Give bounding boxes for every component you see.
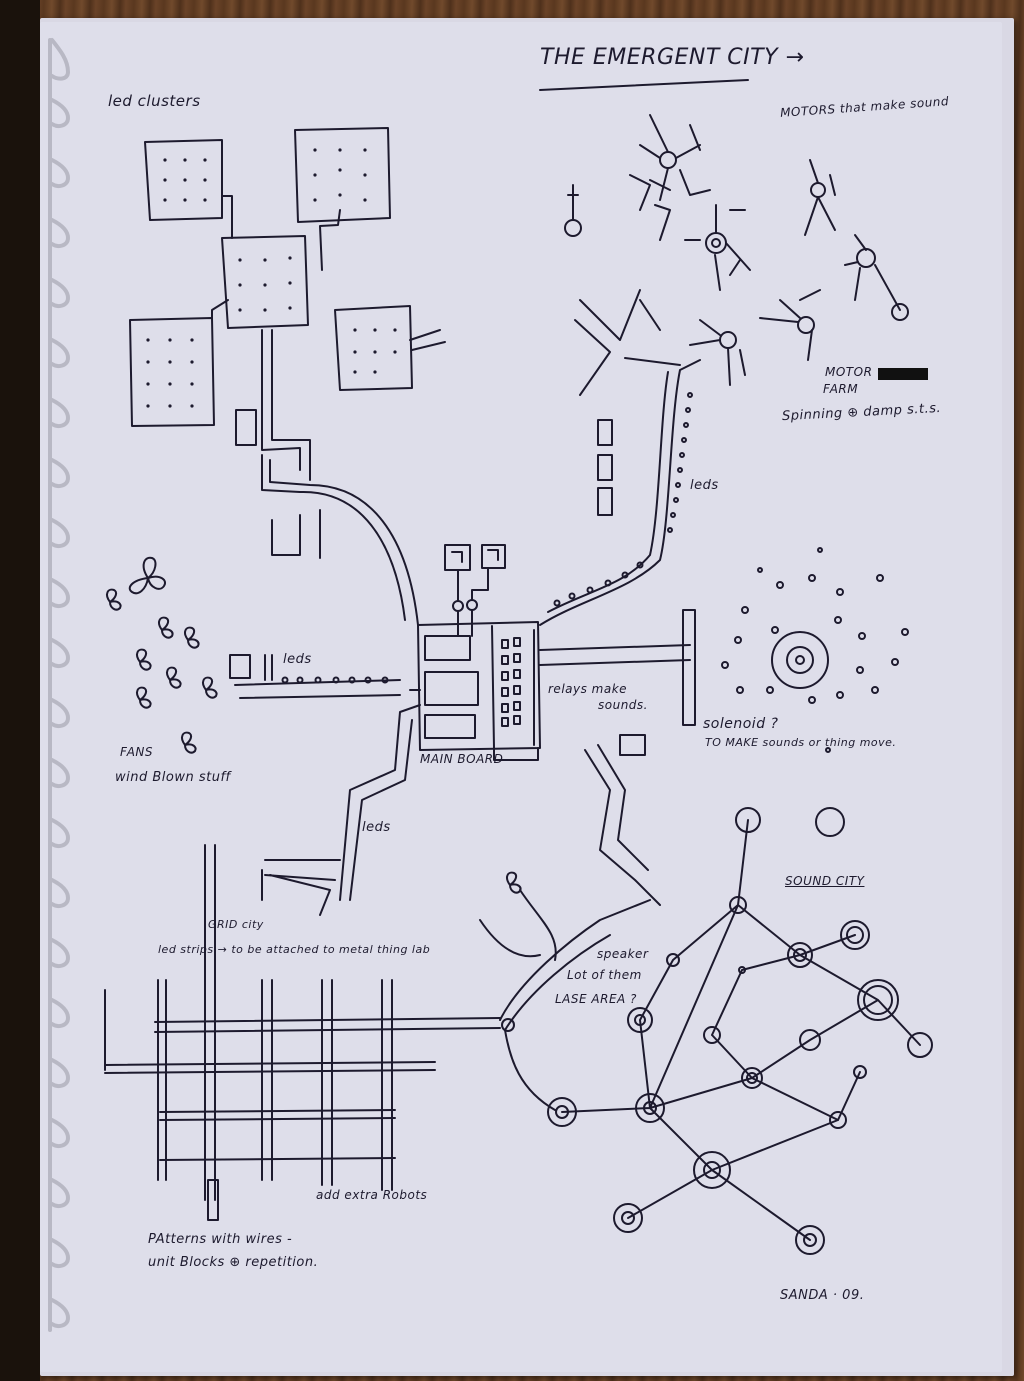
grid-city	[104, 844, 501, 1221]
scribbled-out-word	[878, 368, 928, 380]
label-farm: FARM	[823, 382, 859, 396]
label-leds-left: leds	[283, 652, 312, 667]
spiral-binding	[0, 0, 71, 1381]
label-wind-blown: wind Blown stuff	[115, 770, 231, 785]
label-sound-city: SOUND CITY	[785, 874, 865, 888]
label-main-board: MAIN BOARD	[420, 752, 504, 766]
arrow-right-icon: →	[785, 45, 805, 70]
signature: SANDA · 09.	[780, 1288, 865, 1303]
label-solenoid: solenoid ?	[703, 716, 779, 732]
label-add-robots: add extra Robots	[316, 1188, 428, 1202]
fan-propeller-icons	[106, 556, 522, 894]
label-speaker: speaker	[597, 947, 649, 961]
label-grid-city: GRID city	[208, 918, 264, 931]
label-fans: FANS	[120, 745, 154, 759]
main-board-block	[417, 544, 541, 761]
label-unit-blocks: unit Blocks ⊕ repetition.	[148, 1255, 319, 1270]
motor-clusters	[564, 114, 909, 386]
label-patterns: PAtterns with wires -	[148, 1232, 293, 1247]
label-leds-lower: leds	[362, 820, 391, 835]
sound-city-network	[501, 807, 933, 1255]
page-title: THE EMERGENT CITY →	[540, 45, 805, 70]
label-lot-of-them: Lot of them	[567, 968, 642, 982]
label-leds-right: leds	[690, 478, 719, 493]
solenoid-field	[721, 547, 909, 753]
label-relays: relays make	[548, 682, 628, 696]
label-led-strips: led strips → to be attached to metal thi…	[158, 943, 431, 956]
led-cluster-blocks	[129, 127, 446, 427]
label-solenoid-desc: TO MAKE sounds or thing move.	[705, 736, 897, 749]
label-lase-area: LASE AREA ?	[555, 992, 637, 1006]
label-relays-sounds: sounds.	[598, 698, 648, 712]
label-led-clusters: led clusters	[108, 92, 201, 110]
label-motor: MOTOR	[825, 365, 873, 379]
